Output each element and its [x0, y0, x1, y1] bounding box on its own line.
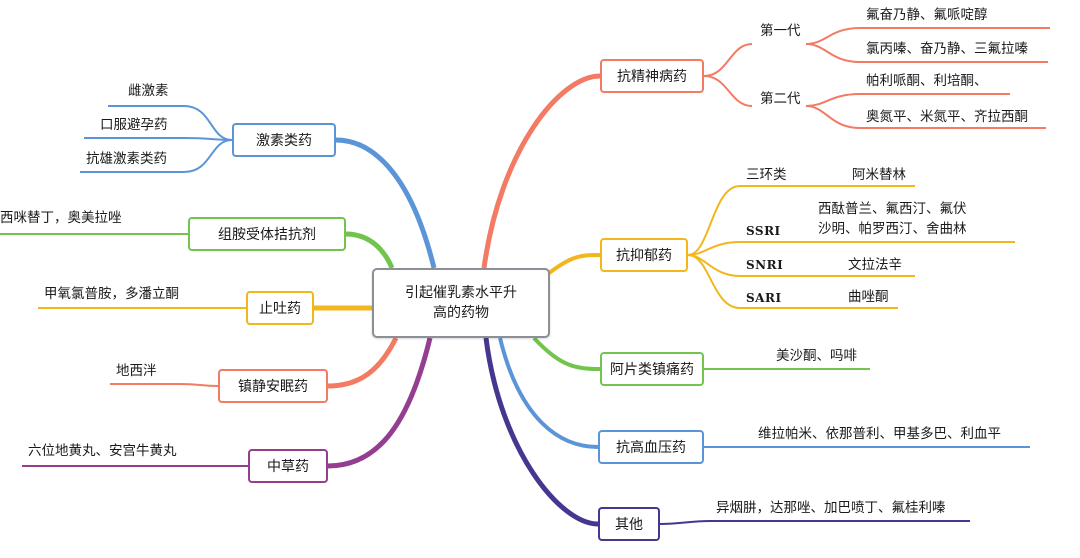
link-root-hormone: [335, 137, 437, 269]
node-opioid[interactable]: 阿片类镇痛药: [600, 352, 704, 386]
link-antipsychotic-gen2: [703, 75, 753, 107]
node-antipsychotic[interactable]: 抗精神病药: [600, 59, 704, 93]
gen2-item-1[interactable]: 帕利哌酮、利培酮、: [866, 73, 988, 89]
antipsychotic-gen1-label[interactable]: 第一代: [760, 23, 801, 39]
sedative-item[interactable]: 地西泮: [116, 363, 157, 379]
root-line-2: 高的药物: [433, 305, 489, 321]
link-root-herbal: [327, 337, 433, 469]
link-hormone-contraceptive: [84, 137, 233, 141]
link-hormone-estrogen: [108, 105, 233, 141]
sari-label[interactable]: SARI: [746, 291, 782, 305]
antipsychotic-gen2-label[interactable]: 第二代: [760, 91, 801, 107]
node-antidepressant[interactable]: 抗抑郁药: [600, 238, 688, 272]
tca-item[interactable]: 阿米替林: [852, 167, 906, 183]
link-gen1-items-b: [805, 43, 1048, 63]
node-antidepressant-label: 抗抑郁药: [616, 248, 672, 264]
link-gen1-items: [805, 27, 1050, 45]
node-antihistamine-label: 组胺受体拮抗剂: [218, 227, 316, 243]
node-herbal[interactable]: 中草药: [248, 449, 328, 483]
tca-label[interactable]: 三环类: [746, 167, 787, 183]
link-antidepressant-sari: [687, 254, 898, 309]
link-root-sedative: [327, 336, 399, 389]
root-line-1: 引起催乳素水平升: [405, 285, 517, 301]
gen1-item-2[interactable]: 氯丙嗪、奋乃静、三氟拉嗪: [866, 41, 1028, 57]
antihypertensive-item[interactable]: 维拉帕米、依那普利、甲基多巴、利血平: [758, 426, 1001, 442]
link-sedative-item: [110, 383, 219, 387]
gen1-item-1[interactable]: 氟奋乃静、氟哌啶醇: [866, 7, 988, 23]
link-root-other: [483, 337, 599, 527]
hormone-item-contraceptive[interactable]: 口服避孕药: [100, 117, 168, 133]
link-root-opioid: [532, 336, 601, 371]
node-sedative[interactable]: 镇静安眠药: [218, 369, 328, 403]
other-item[interactable]: 异烟肼，达那唑、加巴喷丁、氟桂利嗪: [716, 500, 946, 516]
opioid-item[interactable]: 美沙酮、吗啡: [776, 348, 857, 364]
node-opioid-label: 阿片类镇痛药: [610, 362, 694, 378]
node-herbal-label: 中草药: [267, 459, 309, 475]
antihistamine-item[interactable]: 西咪替丁，奥美拉唑: [0, 210, 122, 226]
root-node[interactable]: 引起催乳素水平升 高的药物: [372, 268, 550, 338]
gen2-item-2[interactable]: 奥氮平、米氮平、齐拉西酮: [866, 109, 1028, 125]
ssri-label[interactable]: SSRI: [746, 224, 781, 238]
link-other-item: [659, 520, 970, 525]
sari-item[interactable]: 曲唑酮: [848, 289, 889, 305]
node-antihypertensive[interactable]: 抗高血压药: [598, 430, 704, 464]
node-antiemetic-label: 止吐药: [259, 301, 301, 317]
node-antiemetic[interactable]: 止吐药: [246, 291, 314, 325]
node-hormone-label: 激素类药: [256, 133, 312, 149]
link-gen2-items-b: [805, 105, 1046, 129]
antiemetic-item[interactable]: 甲氧氯普胺，多潘立酮: [44, 286, 179, 302]
herbal-item[interactable]: 六位地黄丸、安宫牛黄丸: [28, 443, 177, 459]
link-root-antihistamine: [345, 231, 395, 270]
hormone-item-estrogen[interactable]: 雌激素: [128, 83, 169, 99]
link-antipsychotic-gen1: [703, 43, 753, 77]
hormone-item-antiandrogen[interactable]: 抗雄激素类药: [86, 151, 167, 167]
link-gen2-items: [805, 93, 1010, 107]
node-hormone[interactable]: 激素类药: [232, 123, 336, 157]
snri-label[interactable]: SNRI: [746, 258, 784, 272]
node-antihistamine[interactable]: 组胺受体拮抗剂: [188, 217, 346, 251]
link-hormone-antiandrogen: [80, 139, 233, 173]
node-antihypertensive-label: 抗高血压药: [616, 440, 686, 456]
node-sedative-label: 镇静安眠药: [238, 379, 308, 395]
link-root-antipsychotic: [481, 73, 601, 269]
node-other-label: 其他: [615, 517, 643, 533]
link-antidepressant-ssri: [687, 241, 1015, 256]
ssri-item-line-1[interactable]: 西酞普兰、氟西汀、氟伏: [818, 201, 967, 217]
ssri-item-line-2[interactable]: 沙明、帕罗西汀、舍曲林: [818, 221, 967, 237]
link-root-antihypertensive: [498, 337, 599, 449]
link-antidepressant-subs: [687, 185, 915, 256]
node-antipsychotic-label: 抗精神病药: [617, 69, 687, 85]
node-other[interactable]: 其他: [598, 507, 660, 541]
snri-item[interactable]: 文拉法辛: [848, 257, 902, 273]
